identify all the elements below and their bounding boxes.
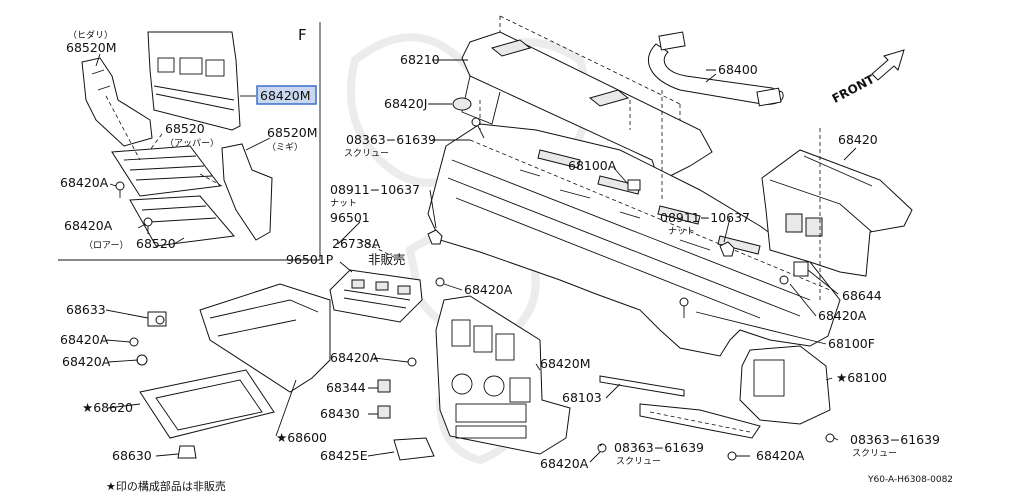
screw-right <box>779 275 789 285</box>
label-68633: 68633 <box>66 302 106 317</box>
label-right-note: （ミギ） <box>267 142 303 153</box>
nut-left <box>427 229 443 245</box>
label-68430: 68430 <box>320 406 360 421</box>
label-08363-bot1: 08363−61639 <box>614 440 704 455</box>
label-68420j: 68420J <box>384 96 427 111</box>
inset-lower-panel <box>129 195 235 247</box>
label-68425e: 68425E <box>320 448 368 463</box>
label-68630: 68630 <box>112 448 152 463</box>
label-68520m-left: 68520M <box>66 40 117 55</box>
label-nut-right-note: ナット <box>668 226 695 237</box>
label-68420a-b2: 68420A <box>756 448 805 463</box>
glove-box-lid <box>139 369 275 439</box>
diagram-code: Y60-A-H6308-0082 <box>867 475 953 485</box>
label-68420m: 68420M <box>540 356 591 371</box>
label-96501p: 96501P <box>286 252 334 267</box>
label-68103: 68103 <box>562 390 602 405</box>
clip-68100a <box>627 179 641 191</box>
right-side-panel <box>221 143 273 241</box>
highlight-box <box>256 85 317 105</box>
knee-bolster <box>639 403 761 439</box>
front-arrow: FRONT <box>830 49 905 106</box>
clip-68430 <box>377 405 391 419</box>
label-68520-upper: 68520 <box>165 121 205 136</box>
label-front: FRONT <box>830 72 878 106</box>
label-not-sold: 非販売 <box>368 252 406 267</box>
label-screw-bot1-note: スクリュー <box>616 456 661 467</box>
cluster-hood <box>761 149 913 277</box>
footnote: ★印の構成部品は非販売 <box>106 479 226 493</box>
label-68344: 68344 <box>326 380 366 395</box>
label-26738a: 26738A <box>332 236 381 251</box>
screw-left-a <box>129 337 139 347</box>
label-08911-left: 08911−10637 <box>330 182 420 197</box>
screw-bot2 <box>727 451 737 461</box>
nut-right <box>719 241 735 257</box>
clip-68644 <box>793 261 809 277</box>
clip-68344 <box>377 379 391 393</box>
glove-box-lock <box>147 311 167 327</box>
dash-right-end <box>739 345 831 425</box>
label-68420a-l2: 68420A <box>62 354 111 369</box>
clip-68100f <box>679 297 689 318</box>
section-letter: F <box>298 26 307 44</box>
screw-bot3 <box>825 433 835 443</box>
label-68420m-highlight: 68420M <box>260 88 311 103</box>
label-68420a-l1: 68420A <box>60 332 109 347</box>
label-68100a: 68100A <box>568 158 617 173</box>
radio-unit <box>329 269 423 323</box>
label-08911-right: 08911−10637 <box>660 210 750 225</box>
label-68600: ★68600 <box>276 430 327 445</box>
label-68420a-right: 68420A <box>818 308 867 323</box>
label-68520-lower: 68520 <box>136 236 176 251</box>
screw-center-a <box>407 357 417 367</box>
label-inset-screw-a: 68420A <box>60 175 109 190</box>
inset-upper-panel <box>111 145 221 197</box>
label-68420a-mid: 68420A <box>464 282 513 297</box>
label-68420: 68420 <box>838 132 878 147</box>
inset-section-f: F （ヒダリ） 68520M 68420M 68520 <box>58 22 321 261</box>
label-68100f: 68100F <box>828 336 875 351</box>
grab-handle <box>647 31 784 107</box>
label-screw-top-note: スクリュー <box>344 148 389 159</box>
main-assembly: FRONT <box>60 15 940 471</box>
screw-mid <box>435 277 445 287</box>
label-68400: 68400 <box>718 62 758 77</box>
tray-68425e <box>393 437 435 461</box>
label-68100: ★68100 <box>836 370 887 385</box>
lower-trim-bar <box>599 375 685 397</box>
instrument-panel-main <box>427 123 841 357</box>
label-hidari: （ヒダリ） <box>68 29 113 41</box>
label-inset-screw-b: 68420A <box>64 218 113 233</box>
bump-stop <box>177 445 197 459</box>
label-68420a-b1: 68420A <box>540 456 589 471</box>
glove-box <box>199 283 331 393</box>
label-08363-bot2: 08363−61639 <box>850 432 940 447</box>
label-08363-top: 08363−61639 <box>346 132 436 147</box>
inset-cluster-bezel <box>147 31 241 131</box>
left-side-panel <box>81 57 153 147</box>
inset-screw-a <box>115 181 125 198</box>
clip-left-b <box>136 354 148 366</box>
label-68420a-c: 68420A <box>330 350 379 365</box>
screw-bot1 <box>597 443 607 453</box>
label-96501: 96501 <box>330 210 370 225</box>
label-68210: 68210 <box>400 52 440 67</box>
label-68644: 68644 <box>842 288 882 303</box>
label-upper-note: （アッパー） <box>165 138 219 149</box>
center-cluster-panel <box>435 295 571 455</box>
label-68620: ★68620 <box>82 400 133 415</box>
part-68420j-cap <box>452 97 472 111</box>
label-lower-note: （ロアー） <box>84 240 128 251</box>
label-nut-left-note: ナット <box>330 198 357 209</box>
label-68520m-right: 68520M <box>267 125 318 140</box>
label-screw-bot2-note: スクリュー <box>852 448 897 459</box>
